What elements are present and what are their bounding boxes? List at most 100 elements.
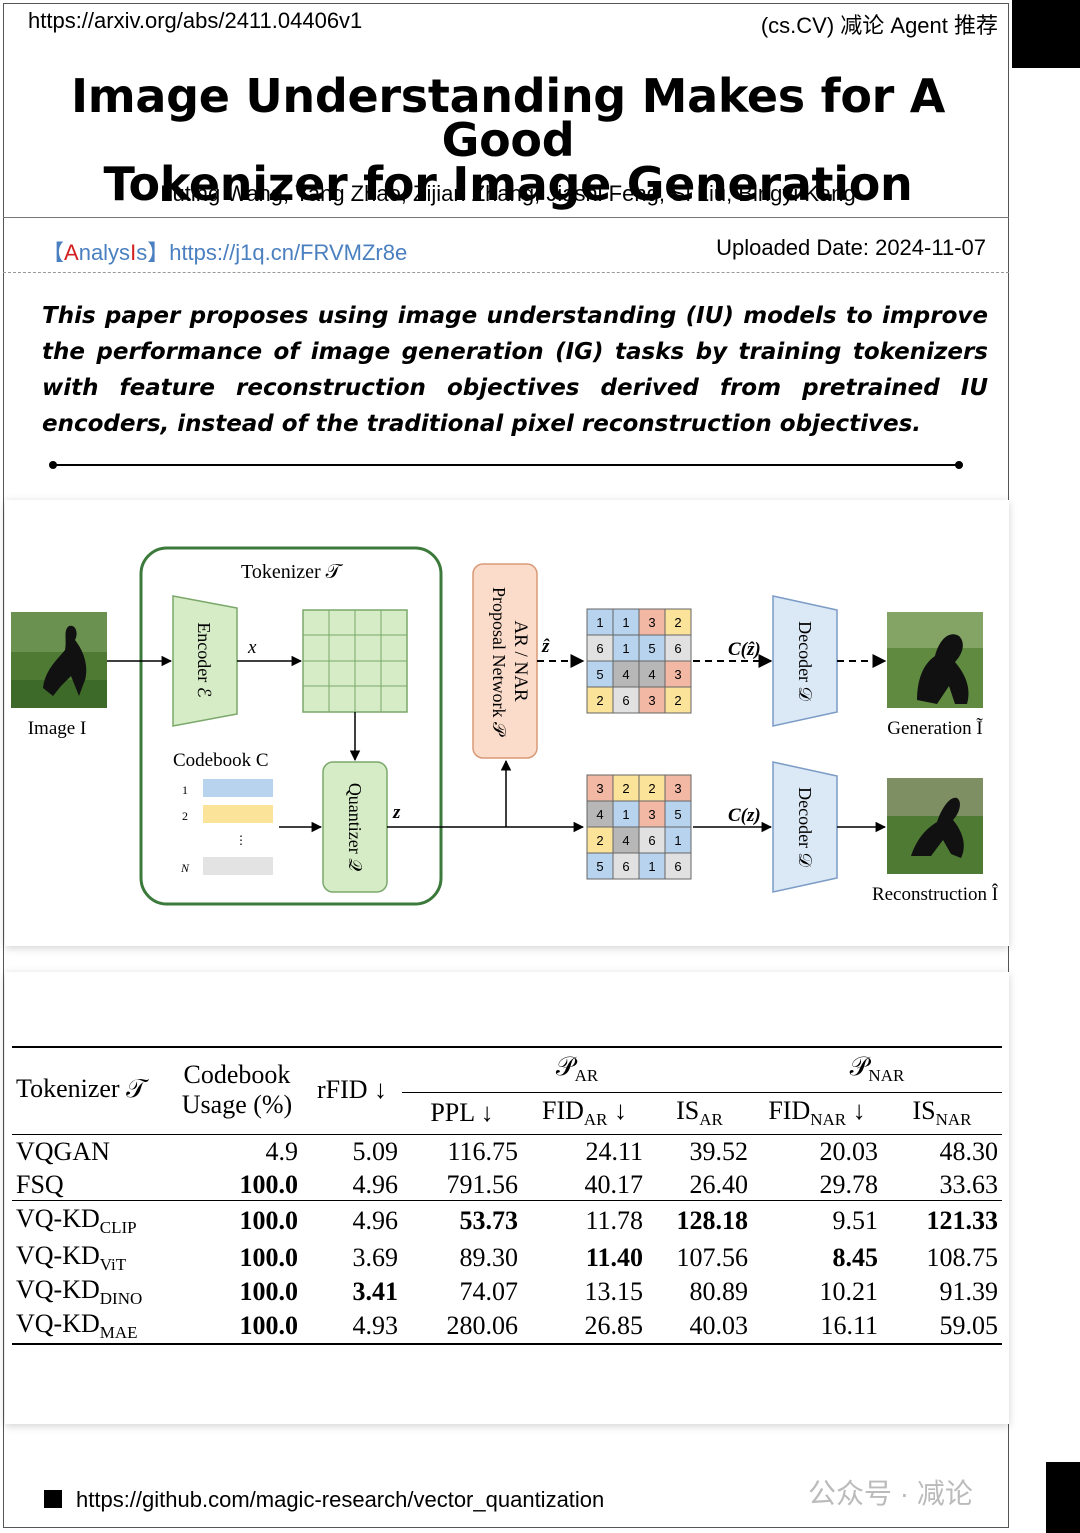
generated-token-cell-value: 6 — [622, 693, 629, 708]
header-usage-line1: Codebook — [183, 1059, 291, 1089]
generated-token-cell-value: 1 — [622, 615, 629, 630]
decoder-block-top — [772, 595, 838, 727]
watermark: 公众号 · 减论 — [808, 1478, 973, 1509]
generation-label: Generation Ĩ — [887, 717, 983, 739]
cell-is: 80.89 — [689, 1276, 749, 1306]
encoder-block — [172, 595, 238, 727]
generated-token-cell-value: 2 — [596, 693, 603, 708]
reconstructed-token-cell-value: 6 — [622, 859, 629, 874]
tokenizer-name: FSQ — [12, 1170, 172, 1201]
generated-token-cell — [638, 660, 666, 688]
header-rfid: rFID ↓ — [316, 1074, 388, 1104]
header-is-ar-text: IS — [676, 1095, 700, 1125]
cell-isn: 48.30 — [939, 1137, 999, 1167]
generated-token-cell-value: 6 — [674, 641, 681, 656]
reconstructed-token-cell — [638, 852, 666, 880]
tokenizer-name-text: VQ-KD — [16, 1240, 100, 1270]
cell-fid: 11.78 — [585, 1205, 643, 1235]
decoder-label-bottom: Decoder 𝒟 — [795, 787, 815, 867]
architecture-figure: Image I Tokenizer 𝒯 Encoder ℰ x Codebook… — [11, 546, 999, 906]
tokenizer-name: VQ-KDCLIP — [12, 1201, 172, 1241]
generated-token-cell-value: 1 — [622, 641, 629, 656]
reconstructed-token-cell-value: 2 — [596, 833, 603, 848]
generated-token-cell — [612, 634, 640, 662]
generated-token-cell — [664, 634, 692, 662]
reconstructed-token-cell-value: 3 — [648, 807, 655, 822]
reconstructed-token-cell-value: 6 — [648, 833, 655, 848]
header-usage-line2: Usage (%) — [181, 1089, 293, 1119]
generated-image — [887, 612, 983, 708]
summary-text: This paper proposes using image understa… — [42, 303, 988, 437]
footer-square-icon — [44, 1490, 62, 1508]
c-zhat-label: C(ẑ) — [728, 639, 761, 660]
reconstructed-token-cell-value: 2 — [648, 781, 655, 796]
analysis-link[interactable]: 【AnalysIs】https://j1q.cn/FRVMZr8e — [42, 235, 407, 267]
generated-token-cell — [664, 608, 692, 636]
tokenizer-name-text: VQGAN — [16, 1137, 110, 1167]
header-p-nar-symbol: 𝒫 — [849, 1051, 869, 1081]
github-url[interactable]: https://github.com/magic-research/vector… — [76, 1487, 605, 1512]
input-image — [11, 612, 107, 708]
uploaded-date: Uploaded Date: 2024-11-07 — [716, 235, 986, 260]
cell-usage: 100.0 — [239, 1242, 299, 1272]
header-fid-ar-sub: AR — [583, 1110, 608, 1130]
cell-isn: 108.75 — [926, 1242, 999, 1272]
generated-token-cell — [638, 634, 666, 662]
arxiv-url[interactable]: https://arxiv.org/abs/2411.04406v1 — [28, 8, 363, 33]
cell-usage: 100.0 — [239, 1205, 299, 1235]
tokenizer-label: Tokenizer 𝒯 — [241, 561, 344, 583]
tokenizer-name: VQGAN — [12, 1134, 172, 1170]
title-line-2: Tokenizer for Image Generation — [103, 157, 913, 211]
generated-token-cell-value: 6 — [596, 641, 603, 656]
header-fid-ar: FIDAR ↓ — [522, 1092, 647, 1134]
header-p-nar: 𝒫NAR — [752, 1046, 1002, 1093]
analysis-mid: nalys — [78, 240, 131, 265]
tokenizer-name-sub: ViT — [99, 1254, 127, 1274]
reconstructed-token-cell-value: 4 — [622, 833, 629, 848]
codebook-index-2: 2 — [182, 809, 188, 823]
generated-token-cell — [612, 608, 640, 636]
header-is-nar: ISNAR — [882, 1092, 1002, 1134]
x-label: x — [247, 637, 257, 658]
cell-ppl: 791.56 — [446, 1170, 519, 1199]
header-p-ar-symbol: 𝒫 — [555, 1051, 575, 1081]
generated-token-cell — [586, 660, 614, 688]
cell-fid: 26.85 — [584, 1310, 644, 1340]
reconstructed-token-cell-value: 1 — [622, 807, 629, 822]
codebook-index-n: N — [180, 861, 190, 875]
header-ppl: PPL ↓ — [430, 1098, 494, 1127]
quantizer-label: Quantizer 𝒬 — [345, 783, 365, 871]
corner-block-top — [1012, 0, 1080, 68]
figure-card: Image I Tokenizer 𝒯 Encoder ℰ x Codebook… — [5, 500, 1009, 946]
generated-token-cell-value: 4 — [648, 667, 655, 682]
cell-ppl: 74.07 — [459, 1276, 519, 1306]
analysis-a: A — [64, 240, 79, 265]
reconstructed-token-cell — [664, 852, 692, 880]
cell-fidn: 9.51 — [832, 1205, 879, 1235]
reconstructed-token-cell — [638, 774, 666, 802]
tokenizer-name: VQ-KDMAE — [12, 1309, 172, 1344]
cell-is: 39.52 — [689, 1137, 749, 1167]
cell-rfid: 5.09 — [352, 1137, 399, 1167]
reconstructed-token-cell-value: 5 — [674, 807, 681, 822]
zhat-label: ẑ — [541, 636, 550, 657]
cell-usage: 4.9 — [265, 1137, 299, 1167]
cell-fidn: 16.11 — [820, 1310, 878, 1340]
generated-token-cell-value: 4 — [622, 667, 629, 682]
header-tokenizer: Tokenizer 𝒯 — [16, 1074, 146, 1104]
z-label: z — [392, 802, 401, 823]
analysis-url[interactable]: https://j1q.cn/FRVMZr8e — [169, 240, 408, 265]
tokenizer-name-sub: CLIP — [99, 1217, 137, 1237]
codebook-ellipsis: ⋮ — [235, 833, 247, 847]
tokenizer-name-sub: DINO — [99, 1288, 143, 1308]
generated-token-cell-value: 2 — [674, 693, 681, 708]
tokenizer-box — [139, 546, 443, 906]
encoder-label: Encoder ℰ — [194, 622, 214, 697]
